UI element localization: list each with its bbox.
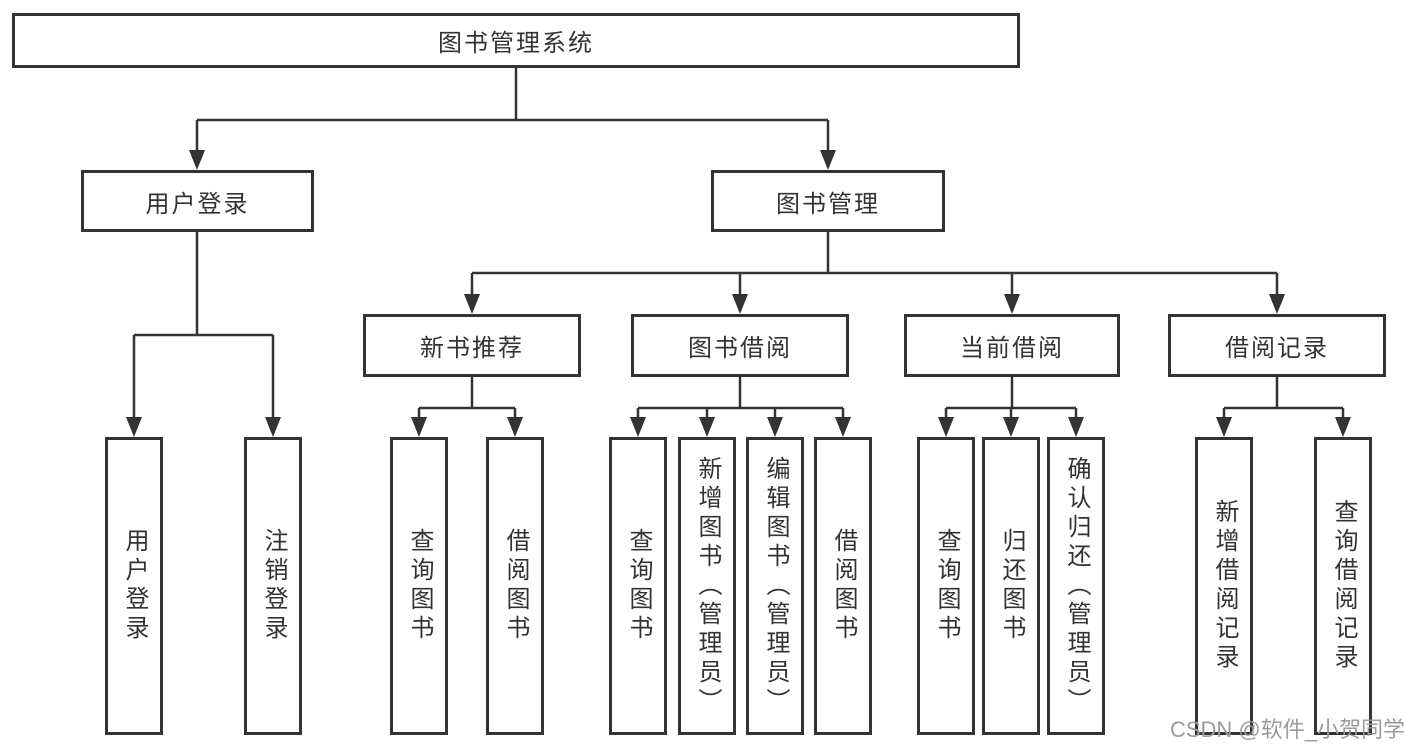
leaf-add-borrow-record: 新增借阅记录: [1195, 437, 1253, 735]
connector-book-mgmt: [464, 232, 1285, 314]
arrowhead: [1068, 417, 1084, 437]
arrowhead: [1269, 294, 1285, 314]
leaf-borrow-books-2: 借阅图书: [814, 437, 872, 735]
node-user-login: 用户登录: [81, 170, 314, 232]
leaf-query-books-3: 查询图书: [917, 437, 975, 735]
arrowhead: [1003, 417, 1019, 437]
arrowhead: [767, 417, 783, 437]
arrowhead: [411, 417, 427, 437]
arrowhead: [1004, 294, 1020, 314]
leaf-query-books: 查询图书: [390, 437, 448, 735]
node-root-library-system: 图书管理系统: [12, 13, 1020, 68]
leaf-logout: 注销登录: [244, 437, 302, 735]
connector-current-borrow: [938, 377, 1084, 437]
connector-user-login: [126, 232, 281, 437]
arrowhead: [189, 150, 205, 170]
arrowhead: [126, 417, 142, 437]
leaf-confirm-return-admin: 确认归还（管理员）: [1047, 437, 1105, 735]
leaf-user-login: 用户登录: [105, 437, 163, 735]
arrowhead: [699, 417, 715, 437]
csdn-watermark: CSDN @软件_小贺同学: [1169, 717, 1405, 742]
connector-book-borrow: [630, 377, 851, 437]
leaf-query-books-2: 查询图书: [609, 437, 667, 735]
node-book-management: 图书管理: [711, 170, 945, 232]
arrowhead: [464, 294, 480, 314]
leaf-borrow-books: 借阅图书: [486, 437, 544, 735]
arrowhead: [1216, 417, 1232, 437]
leaf-edit-books-admin: 编辑图书（管理员）: [746, 437, 804, 735]
arrowhead: [835, 417, 851, 437]
node-new-book-recommendation: 新书推荐: [363, 314, 581, 377]
arrowhead: [938, 417, 954, 437]
arrowhead: [1335, 417, 1351, 437]
arrowhead: [265, 417, 281, 437]
arrowhead: [820, 150, 836, 170]
arrowhead: [630, 417, 646, 437]
leaf-add-books-admin: 新增图书（管理员）: [678, 437, 736, 735]
leaf-query-borrow-record: 查询借阅记录: [1314, 437, 1372, 735]
node-book-borrowing: 图书借阅: [631, 314, 849, 377]
node-borrowing-records: 借阅记录: [1168, 314, 1386, 377]
arrowhead: [507, 417, 523, 437]
arrowhead: [732, 294, 748, 314]
connector-new-book-rec: [411, 377, 523, 437]
leaf-return-books: 归还图书: [982, 437, 1040, 735]
connector-borrow-records: [1216, 377, 1351, 437]
node-current-borrowing: 当前借阅: [904, 314, 1120, 377]
connector-root: [189, 68, 836, 170]
